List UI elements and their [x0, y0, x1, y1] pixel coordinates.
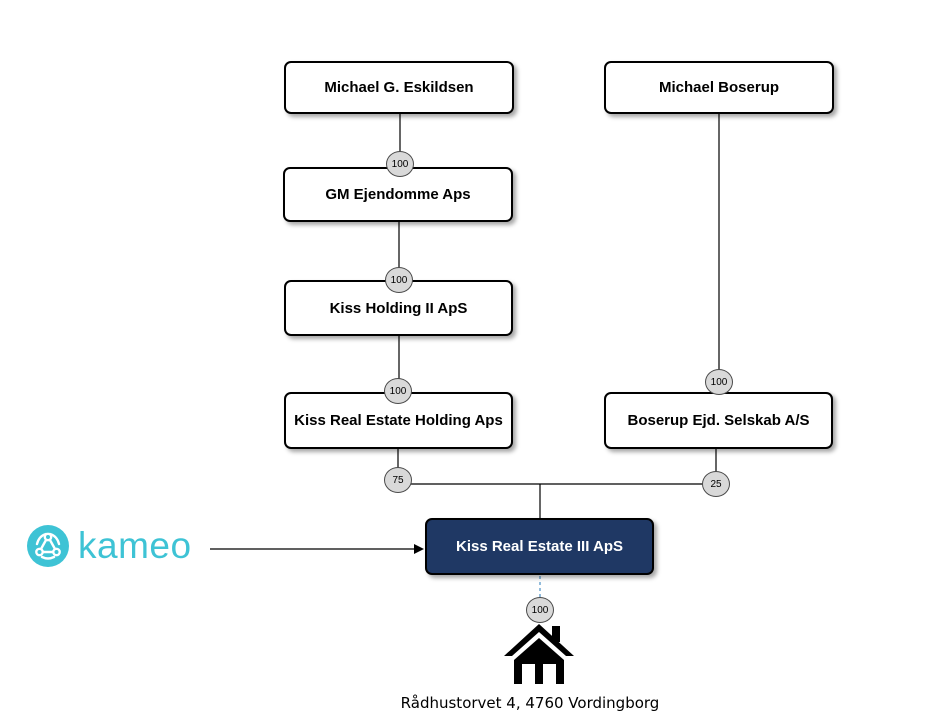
node-kiss-real-estate-holding: Kiss Real Estate Holding Aps — [284, 392, 513, 449]
node-label: Kiss Real Estate III ApS — [455, 538, 623, 555]
ownership-badge: 100 — [705, 369, 733, 395]
node-label: GM Ejendomme Aps — [325, 186, 471, 203]
ownership-badge: 100 — [526, 597, 554, 623]
house-icon — [504, 624, 574, 684]
arrow-head — [414, 544, 424, 554]
badge-value: 75 — [392, 474, 404, 486]
badge-value: 100 — [391, 158, 409, 170]
badge-value: 100 — [390, 274, 408, 286]
kameo-logo-text: kameo — [78, 525, 192, 566]
node-boserup-ejd-selskab: Boserup Ejd. Selskab A/S — [604, 392, 833, 449]
ownership-badge: 25 — [702, 471, 730, 497]
node-label: Kiss Real Estate Holding Aps — [294, 412, 503, 429]
node-kiss-real-estate-iii: Kiss Real Estate III ApS — [425, 518, 654, 575]
node-label: Kiss Holding II ApS — [329, 299, 468, 317]
node-label: Boserup Ejd. Selskab A/S — [627, 412, 810, 429]
node-michael-g-eskildsen: Michael G. Eskildsen — [284, 61, 514, 114]
property-address: Rådhustorvet 4, 4760 Vordingborg — [400, 694, 660, 712]
ownership-badge: 100 — [384, 378, 412, 404]
badge-value: 100 — [710, 376, 728, 388]
node-michael-boserup: Michael Boserup — [604, 61, 834, 114]
ownership-badge: 100 — [386, 151, 414, 177]
kameo-logo: kameo — [26, 524, 192, 568]
ownership-badge: 100 — [385, 267, 413, 293]
ownership-badge: 75 — [384, 467, 412, 493]
node-label: Michael Boserup — [658, 79, 780, 96]
badge-value: 100 — [531, 604, 549, 616]
badge-value: 25 — [710, 478, 722, 490]
badge-value: 100 — [389, 385, 407, 397]
kameo-logo-icon — [27, 525, 69, 567]
node-label: Michael G. Eskildsen — [324, 79, 474, 96]
